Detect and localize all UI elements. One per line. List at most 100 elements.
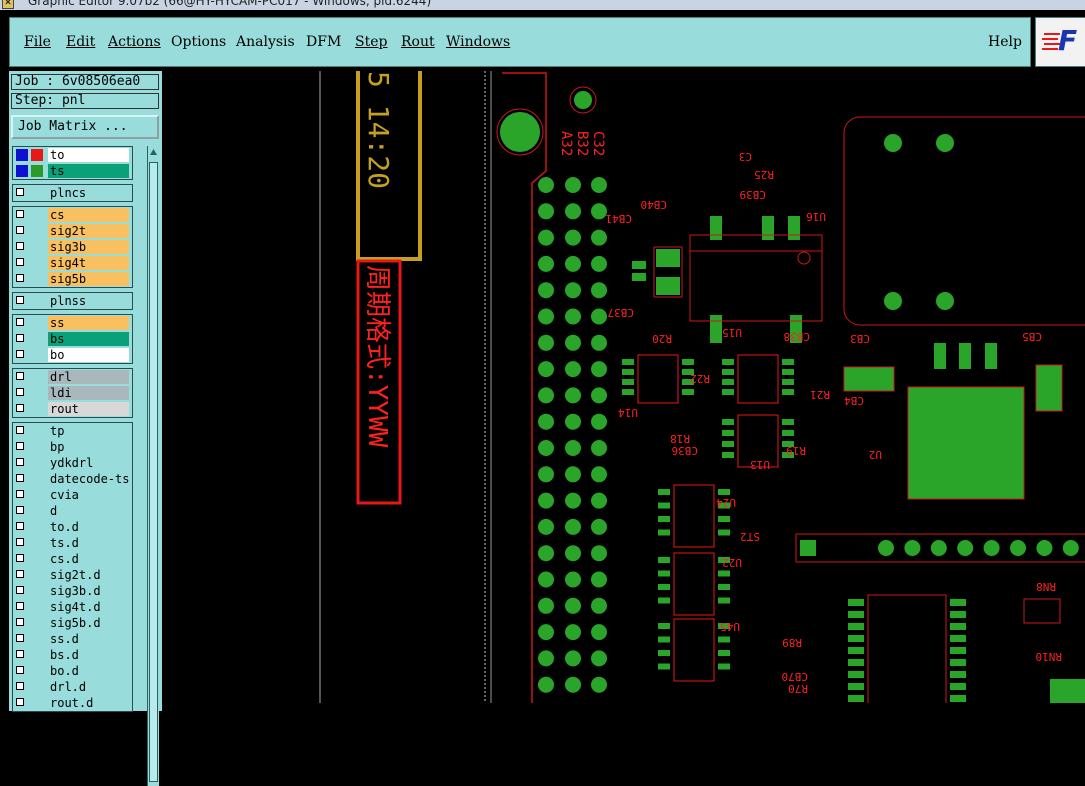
- layer-name[interactable]: cs: [48, 208, 129, 222]
- layer-row-ldi[interactable]: ldi: [12, 385, 133, 401]
- menu-rout[interactable]: Rout: [401, 34, 435, 50]
- layer-row-sig5b-d[interactable]: sig5b.d: [12, 615, 133, 631]
- layer-row-sig2t-d[interactable]: sig2t.d: [12, 567, 133, 583]
- layer-color-swatch[interactable]: [31, 149, 43, 161]
- layer-color-swatch[interactable]: [31, 165, 43, 177]
- layer-checkbox[interactable]: [16, 350, 24, 358]
- layer-row-sig4t[interactable]: sig4t: [12, 255, 133, 271]
- layer-checkbox[interactable]: [16, 404, 24, 412]
- layer-checkbox[interactable]: [16, 318, 24, 326]
- layer-row-ydkdrl[interactable]: ydkdrl: [12, 455, 133, 471]
- layer-checkbox[interactable]: [16, 666, 24, 674]
- layer-checkbox[interactable]: [16, 522, 24, 530]
- layer-name[interactable]: plncs: [48, 186, 129, 200]
- layer-name[interactable]: d: [48, 504, 129, 518]
- layer-name[interactable]: sig5b.d: [48, 616, 129, 630]
- menu-windows[interactable]: Windows: [446, 34, 510, 50]
- layer-name[interactable]: ts: [48, 164, 129, 178]
- layer-row-tp[interactable]: tp: [12, 423, 133, 439]
- layer-row-bs[interactable]: bs: [12, 331, 133, 347]
- layer-name[interactable]: cs.d: [48, 552, 129, 566]
- layer-name[interactable]: drl: [48, 370, 129, 384]
- layer-checkbox[interactable]: [16, 296, 24, 304]
- layer-name[interactable]: ydkdrl: [48, 456, 129, 470]
- layer-row-ss[interactable]: ss: [12, 315, 133, 331]
- layer-checkbox[interactable]: [16, 554, 24, 562]
- layer-checkbox[interactable]: [16, 698, 24, 706]
- layer-color-swatch[interactable]: [16, 165, 28, 177]
- layer-row-d[interactable]: d: [12, 503, 133, 519]
- layer-row-cs-d[interactable]: cs.d: [12, 551, 133, 567]
- layer-checkbox[interactable]: [16, 442, 24, 450]
- layer-row-plncs[interactable]: plncs: [12, 185, 133, 201]
- layer-checkbox[interactable]: [16, 372, 24, 380]
- job-matrix-button[interactable]: Job Matrix ...: [11, 115, 159, 139]
- layer-row-rout-d[interactable]: rout.d: [12, 695, 133, 711]
- layer-name[interactable]: tp: [48, 424, 129, 438]
- layer-row-rout[interactable]: rout: [12, 401, 133, 417]
- layer-row-to-d[interactable]: to.d: [12, 519, 133, 535]
- layer-checkbox[interactable]: [16, 226, 24, 234]
- board-drawing[interactable]: 5 14:20 周期格式:YYWW C32 B32 A32: [162, 71, 1085, 703]
- layer-name[interactable]: sig2t: [48, 224, 129, 238]
- layer-row-ss-d[interactable]: ss.d: [12, 631, 133, 647]
- layer-checkbox[interactable]: [16, 538, 24, 546]
- layer-name[interactable]: datecode-ts: [48, 472, 129, 486]
- menu-help[interactable]: Help: [988, 34, 1022, 50]
- layer-name[interactable]: rout.d: [48, 696, 129, 710]
- layer-checkbox[interactable]: [16, 682, 24, 690]
- layer-name[interactable]: sig4t.d: [48, 600, 129, 614]
- layer-name[interactable]: bo: [48, 348, 129, 362]
- layer-checkbox[interactable]: [16, 258, 24, 266]
- layer-checkbox[interactable]: [16, 602, 24, 610]
- layer-row-datecode-ts[interactable]: datecode-ts: [12, 471, 133, 487]
- menu-options[interactable]: Options: [171, 34, 226, 50]
- layer-name[interactable]: sig3b.d: [48, 584, 129, 598]
- layer-row-cvia[interactable]: cvia: [12, 487, 133, 503]
- layer-name[interactable]: to: [48, 148, 129, 162]
- menu-step[interactable]: Step: [355, 34, 387, 50]
- layer-row-drl-d[interactable]: drl.d: [12, 679, 133, 695]
- layer-name[interactable]: ss.d: [48, 632, 129, 646]
- layer-checkbox[interactable]: [16, 506, 24, 514]
- layer-name[interactable]: drl.d: [48, 680, 129, 694]
- layer-checkbox[interactable]: [16, 426, 24, 434]
- layer-checkbox[interactable]: [16, 634, 24, 642]
- layer-name[interactable]: ss: [48, 316, 129, 330]
- layer-row-sig3b[interactable]: sig3b: [12, 239, 133, 255]
- menu-edit[interactable]: Edit: [66, 34, 95, 50]
- menu-actions[interactable]: Actions: [108, 34, 161, 50]
- layer-name[interactable]: bs: [48, 332, 129, 346]
- layer-checkbox[interactable]: [16, 474, 24, 482]
- menu-file[interactable]: File: [24, 34, 51, 50]
- scroll-thumb[interactable]: [149, 162, 158, 782]
- layer-row-ts[interactable]: ts: [12, 163, 133, 179]
- layer-name[interactable]: plnss: [48, 294, 129, 308]
- layer-name[interactable]: sig2t.d: [48, 568, 129, 582]
- layer-row-drl[interactable]: drl: [12, 369, 133, 385]
- layer-checkbox[interactable]: [16, 334, 24, 342]
- layer-row-sig3b-d[interactable]: sig3b.d: [12, 583, 133, 599]
- layer-checkbox[interactable]: [16, 210, 24, 218]
- layer-name[interactable]: bs.d: [48, 648, 129, 662]
- graphic-canvas[interactable]: 5 14:20 周期格式:YYWW C32 B32 A32: [162, 71, 1085, 703]
- layer-row-cs[interactable]: cs: [12, 207, 133, 223]
- layer-name[interactable]: bp: [48, 440, 129, 454]
- layer-scrollbar[interactable]: [147, 146, 159, 786]
- scroll-up-arrow-icon[interactable]: [149, 148, 158, 157]
- layer-row-bo[interactable]: bo: [12, 347, 133, 363]
- menu-analysis[interactable]: Analysis: [236, 34, 295, 50]
- layer-checkbox[interactable]: [16, 586, 24, 594]
- layer-name[interactable]: ts.d: [48, 536, 129, 550]
- layer-row-plnss[interactable]: plnss: [12, 293, 133, 309]
- layer-checkbox[interactable]: [16, 650, 24, 658]
- layer-row-bs-d[interactable]: bs.d: [12, 647, 133, 663]
- layer-checkbox[interactable]: [16, 188, 24, 196]
- layer-name[interactable]: cvia: [48, 488, 129, 502]
- layer-checkbox[interactable]: [16, 618, 24, 626]
- layer-row-bp[interactable]: bp: [12, 439, 133, 455]
- layer-row-sig2t[interactable]: sig2t: [12, 223, 133, 239]
- layer-name[interactable]: sig3b: [48, 240, 129, 254]
- layer-row-sig5b[interactable]: sig5b: [12, 271, 133, 287]
- layer-row-sig4t-d[interactable]: sig4t.d: [12, 599, 133, 615]
